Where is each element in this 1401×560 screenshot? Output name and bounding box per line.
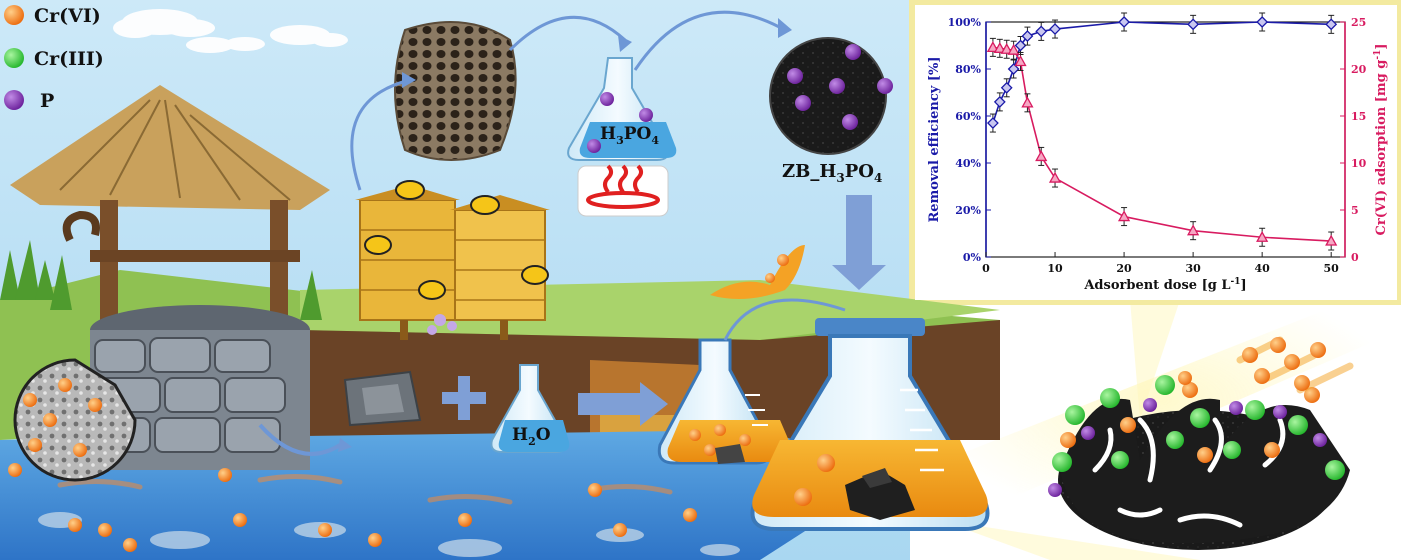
data-point-adsorption bbox=[1187, 224, 1200, 236]
legend-label-p: P bbox=[40, 90, 54, 112]
plus-icon bbox=[442, 376, 486, 420]
adsorption-mechanism bbox=[1048, 336, 1354, 550]
right-arrow-icon bbox=[578, 382, 668, 426]
data-point-removal bbox=[1007, 63, 1020, 75]
data-point-adsorption bbox=[1048, 171, 1062, 183]
chart-labels: 0 10 20 30 40 50 0% 20% 40% 60% 80% 100% 0 5 10 15 20 25A… bbox=[927, 16, 1389, 293]
heat-icon bbox=[577, 164, 669, 217]
water-flask bbox=[490, 364, 570, 453]
x-tick-label: 10 bbox=[1047, 262, 1063, 275]
bee-icon bbox=[364, 180, 549, 300]
water-formula: H2O bbox=[512, 425, 551, 448]
y-left-tick-label: 20% bbox=[955, 204, 981, 217]
cr6-solution-flask-small bbox=[657, 338, 793, 465]
data-point-removal bbox=[1256, 16, 1269, 28]
y-left-axis-label: Removal efficiency [%] bbox=[927, 56, 942, 222]
cr6-ion-icon bbox=[23, 378, 102, 457]
data-point-adsorption bbox=[1117, 210, 1131, 222]
x-axis-label: Adsorbent dose [g L-1] bbox=[1083, 277, 1246, 293]
y-right-tick-label: 10 bbox=[1351, 157, 1367, 170]
acid-formula: H3PO4 bbox=[600, 124, 659, 147]
wasp-nest bbox=[394, 21, 517, 161]
carbon-product bbox=[769, 37, 893, 155]
arrow-head-icon bbox=[402, 18, 792, 88]
x-tick-label: 20 bbox=[1116, 262, 1132, 275]
data-point-removal bbox=[1187, 18, 1200, 31]
flower-icon bbox=[427, 314, 457, 335]
x-tick-label: 40 bbox=[1254, 262, 1270, 275]
data-point-adsorption bbox=[993, 41, 1006, 53]
x-tick-label: 30 bbox=[1185, 262, 1201, 275]
y-left-tick-label: 40% bbox=[955, 157, 981, 170]
fire-icon bbox=[710, 245, 805, 299]
chart-frame bbox=[909, 0, 1401, 305]
y-right-tick-label: 25 bbox=[1351, 16, 1366, 29]
y-right-tick-label: 20 bbox=[1351, 63, 1367, 76]
data-point-adsorption bbox=[1035, 150, 1048, 162]
data-point-removal bbox=[1325, 18, 1338, 31]
y-left-tick-label: 100% bbox=[948, 16, 982, 29]
chart-ticks bbox=[985, 21, 1345, 258]
beehives bbox=[355, 180, 550, 340]
cr6-ions-in-water bbox=[8, 463, 697, 552]
cr6-solution-flask-large bbox=[750, 318, 990, 531]
phosphorus-icon bbox=[4, 90, 24, 110]
data-point-removal bbox=[993, 95, 1006, 108]
cr3-ion-icon bbox=[4, 48, 24, 68]
x-tick-label: 50 bbox=[1324, 262, 1340, 275]
chart-axes bbox=[985, 21, 1346, 258]
arrow-head-icon bbox=[338, 438, 352, 452]
x-tick-label: 0 bbox=[982, 262, 990, 275]
y-right-tick-label: 15 bbox=[1351, 110, 1366, 123]
y-right-axis-label: Cr(VI) adsorption [mg g-1] bbox=[1373, 44, 1389, 236]
product-label: ZB_H3PO4 bbox=[782, 161, 882, 185]
data-point-adsorption bbox=[1256, 230, 1269, 242]
data-point-removal bbox=[1014, 39, 1027, 52]
y-right-tick-label: 0 bbox=[1351, 251, 1359, 264]
data-point-adsorption bbox=[1021, 96, 1034, 108]
data-point-adsorption bbox=[1325, 234, 1338, 246]
cloud-icon bbox=[113, 9, 348, 53]
data-point-removal bbox=[1021, 30, 1034, 43]
y-left-tick-label: 0% bbox=[963, 251, 982, 264]
cr6-ion-icon bbox=[4, 5, 24, 25]
data-point-removal bbox=[1000, 81, 1013, 94]
acid-flask bbox=[567, 57, 677, 161]
data-point-adsorption bbox=[1000, 42, 1013, 54]
legend-label-cr6: Cr(VI) bbox=[34, 5, 101, 27]
arrow-icon bbox=[258, 423, 342, 456]
data-point-adsorption bbox=[1007, 43, 1020, 55]
legend: Cr(VI) Cr(III) P bbox=[4, 5, 104, 112]
data-point-removal bbox=[1049, 23, 1061, 35]
y-left-tick-label: 80% bbox=[955, 63, 981, 76]
porous-zoom-inset bbox=[13, 358, 137, 482]
arrow-icon bbox=[723, 298, 846, 341]
dose-effect-chart: 0 10 20 30 40 50 0% 20% 40% 60% 80% 100% 0 5 10 15 20 25A… bbox=[915, 5, 1397, 300]
y-left-tick-label: 60% bbox=[955, 110, 981, 123]
data-point-removal bbox=[1035, 25, 1048, 38]
legend-label-cr3: Cr(III) bbox=[34, 48, 104, 70]
data-point-removal bbox=[1118, 16, 1130, 28]
data-point-adsorption bbox=[986, 41, 1000, 53]
y-right-tick-label: 5 bbox=[1351, 204, 1359, 217]
data-point-removal bbox=[986, 117, 999, 129]
process-arrows bbox=[350, 10, 786, 191]
down-arrow-icon bbox=[832, 195, 886, 290]
crushed-material bbox=[343, 370, 422, 427]
chart-series bbox=[986, 12, 1338, 251]
data-point-adsorption bbox=[1014, 55, 1027, 67]
